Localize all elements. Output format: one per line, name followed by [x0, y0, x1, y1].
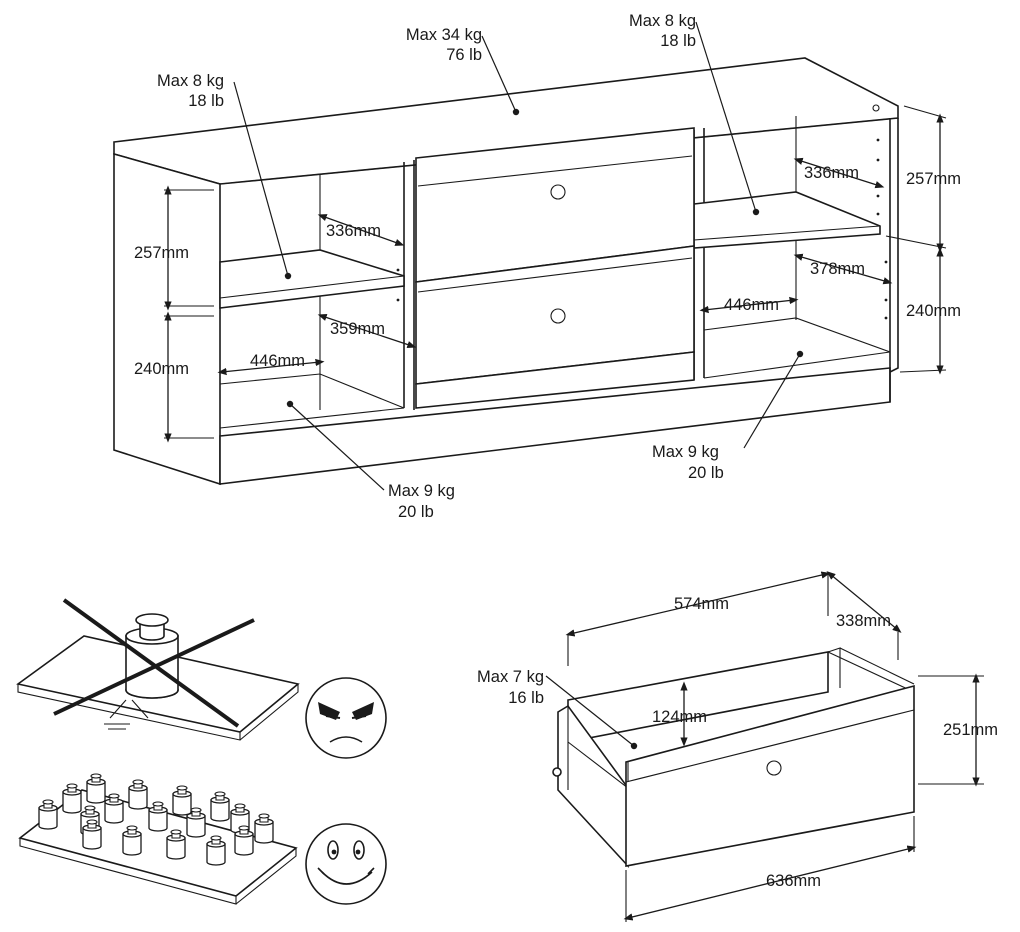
drawer-knob-icon [766, 760, 782, 776]
small-weight-icon [86, 773, 106, 804]
drawer-load-lb: 16 lb [508, 689, 544, 707]
small-weight-icon [186, 807, 206, 838]
small-weight-icon [234, 825, 254, 856]
left-shelf-load-lb: 18 lb [188, 92, 224, 110]
right-lower-height: 240mm [906, 302, 961, 320]
drawer-labels: Max 7 kg 16 lb 574mm 338mm 124mm 251mm 6… [477, 595, 998, 890]
small-weight-icon [210, 791, 230, 822]
right-upper-height: 257mm [906, 170, 961, 188]
angry-face-icon [305, 677, 387, 759]
left-shelf-depth: 336mm [326, 222, 381, 240]
right-shelf-depth: 336mm [804, 164, 859, 182]
point-load-warning [16, 598, 387, 759]
small-weight-icon [166, 829, 186, 860]
left-lower-height: 240mm [134, 360, 189, 378]
top-load-kg: Max 34 kg [406, 26, 482, 44]
distributed-load-ok [18, 773, 387, 905]
weight-icon [125, 613, 179, 699]
small-weight-icon [82, 819, 102, 850]
right-shelf-load-lb: 18 lb [660, 32, 696, 50]
drawer-drawing [545, 571, 984, 922]
drawer-inner-width: 574mm [674, 595, 729, 613]
drawer-load-kg: Max 7 kg [477, 668, 544, 686]
small-weight-icon [206, 835, 226, 866]
drawer-front-width: 636mm [766, 872, 821, 890]
small-weight-icon [38, 799, 58, 830]
right-bottom-depth: 378mm [810, 260, 865, 278]
small-weight-icon [254, 813, 274, 844]
left-upper-height: 257mm [134, 244, 189, 262]
top-load-lb: 76 lb [446, 46, 482, 64]
left-bottom-load-kg: Max 9 kg [388, 482, 455, 500]
drawer-inner-height: 124mm [652, 708, 707, 726]
drawer-inner-depth: 338mm [836, 612, 891, 630]
small-weight-icon [62, 783, 82, 814]
left-bottom-load-lb: 20 lb [398, 503, 434, 521]
cabinet-labels: Max 34 kg 76 lb Max 8 kg 18 lb Max 8 kg … [134, 12, 961, 521]
left-bottom-depth: 359mm [330, 320, 385, 338]
smiley-face-icon [305, 823, 387, 905]
right-shelf-load-kg: Max 8 kg [629, 12, 696, 30]
right-bottom-width: 446mm [724, 296, 779, 314]
left-shelf-load-kg: Max 8 kg [157, 72, 224, 90]
drawer-knob-icon [550, 308, 566, 324]
drawer-front-height: 251mm [943, 721, 998, 739]
small-weights-group [38, 773, 274, 866]
drawer-knob-icon [550, 184, 566, 200]
cabinet-drawing [113, 21, 947, 491]
right-bottom-load-kg: Max 9 kg [652, 443, 719, 461]
small-weight-icon [128, 779, 148, 810]
small-weight-icon [104, 793, 124, 824]
left-bottom-width: 446mm [250, 352, 305, 370]
small-weight-icon [172, 785, 192, 816]
right-bottom-load-lb: 20 lb [688, 464, 724, 482]
small-weight-icon [122, 825, 142, 856]
small-weight-icon [148, 801, 168, 832]
